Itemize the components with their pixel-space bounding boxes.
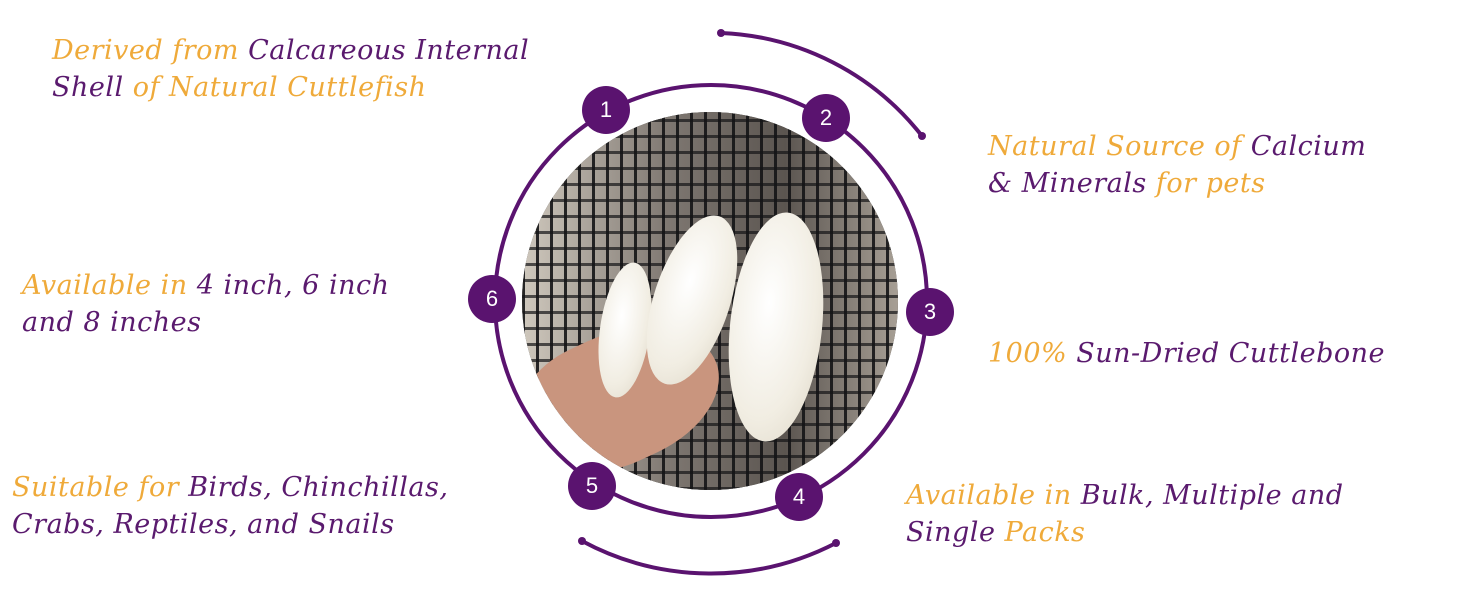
feature-text-segment: of Natural Cuttlefish [132,72,427,103]
cuttlebone-photo [522,112,898,490]
feature-text-segment: & Minerals [988,168,1156,199]
feature-text-segment: 100% [988,338,1077,369]
arc-end-dot [918,132,926,140]
feature-6-text: Available in 4 inch, 6 inch and 8 inches [22,267,389,341]
arc-end-dot [578,537,586,545]
feature-text-segment: Derived from [52,35,249,66]
feature-text-segment: Calcium [1250,131,1367,162]
feature-text-segment: 4 inch, 6 inch [196,270,390,301]
step-badge-6: 6 [468,275,516,323]
feature-4-text: Available in Bulk, Multiple and Single P… [906,477,1344,551]
step-badge-4: 4 [775,473,823,521]
feature-text-segment: Birds, Chinchillas, [188,472,449,503]
feature-1-text: Derived from Calcareous Internal Shell o… [52,32,529,106]
feature-2-text: Natural Source of Calcium & Minerals for… [988,128,1366,202]
feature-5-text: Suitable for Birds, Chinchillas, Crabs, … [12,469,448,543]
feature-text-segment: Sun-Dried Cuttlebone [1076,338,1385,369]
feature-text-segment: Shell [52,72,133,103]
arc-end-dot [832,539,840,547]
step-badge-1: 1 [582,86,630,134]
feature-text-segment: Suitable for [12,472,189,503]
feature-text-segment: Crabs, Reptiles, and Snails [12,509,395,540]
feature-text-segment: Calcareous Internal [248,35,530,66]
feature-text-segment: Available in [22,270,197,301]
outer-arc-bottom [581,539,837,576]
outer-arc-top [720,31,924,138]
feature-text-segment: for pets [1155,168,1266,199]
step-badge-5: 5 [568,462,616,510]
feature-text-segment: Available in [906,480,1081,511]
feature-text-segment: Packs [1004,517,1086,548]
feature-text-segment: and 8 inches [22,307,202,338]
feature-text-segment: Bulk, Multiple and [1080,480,1344,511]
feature-3-text: 100% Sun-Dried Cuttlebone [988,335,1385,372]
feature-text-segment: Natural Source of [988,131,1251,162]
arc-end-dot [717,29,725,37]
step-badge-3: 3 [906,288,954,336]
feature-text-segment: Single [906,517,1005,548]
step-badge-2: 2 [802,94,850,142]
